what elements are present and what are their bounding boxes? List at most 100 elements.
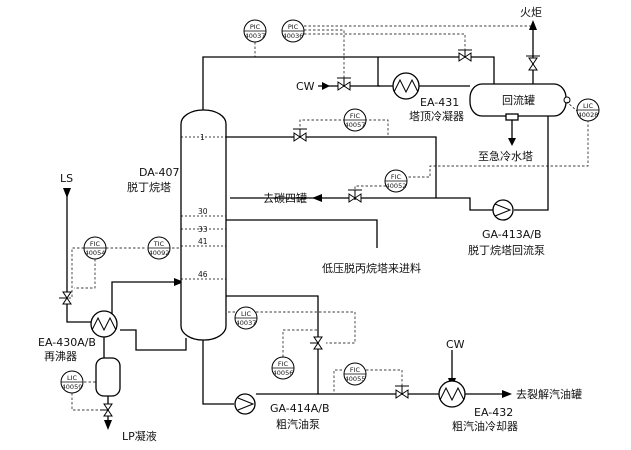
reflux-return-line [218, 136, 437, 198]
svg-text:LIC: LIC [583, 102, 594, 110]
svg-text:FIC: FIC [350, 112, 361, 120]
overhead-condenser [392, 72, 420, 100]
debutanizer-tower [180, 109, 227, 341]
tray-label-46: 46 [198, 270, 208, 279]
svg-text:40057: 40057 [345, 121, 366, 129]
label-cw-top: CW [296, 80, 315, 93]
svg-text:40028: 40028 [578, 111, 599, 119]
label-to-gasoline-tank: 去裂解汽油罐 [516, 387, 582, 401]
signal-fic40057-tap [360, 119, 389, 137]
tray-label-30: 30 [198, 207, 208, 216]
signal-fic40055 [366, 369, 403, 386]
signal-fic40054 [67, 247, 84, 299]
svg-text:40036: 40036 [283, 32, 304, 40]
cw-top-arrow [322, 82, 330, 90]
flare-valve[interactable] [528, 57, 538, 71]
label-reflux-pump-tag: GA-413A/B [482, 228, 542, 241]
reboiler-draw-line [120, 329, 187, 351]
flare-arrow [529, 20, 537, 30]
label-to-quench: 至急冷水塔 [478, 149, 533, 163]
svg-text:PIC: PIC [288, 23, 299, 31]
svg-text:40037: 40037 [245, 32, 266, 40]
tray-label-33: 33 [198, 225, 208, 234]
label-flare: 火炬 [520, 6, 542, 19]
signal-fic40057 [299, 119, 350, 129]
svg-text:40052: 40052 [386, 182, 407, 190]
label-reboiler-tag: EA-430A/B [38, 336, 96, 349]
instrument-fic40055[interactable]: FIC 40055 [343, 362, 367, 386]
svg-text:FIC: FIC [278, 360, 289, 368]
svg-text:FIC: FIC [391, 173, 402, 181]
feed-line [218, 219, 378, 248]
label-condenser-tag: EA-431 [420, 96, 459, 109]
reflux-pump-impeller [494, 203, 512, 217]
signal-lic40059-valve [71, 393, 100, 411]
svg-text:FIC: FIC [90, 240, 101, 248]
tray-label-1: 1 [200, 133, 205, 142]
label-lp-condensate: LP凝液 [122, 429, 157, 443]
label-cooler-tag: EA-432 [474, 406, 513, 419]
label-gasoline-pump-name: 粗汽油泵 [276, 417, 320, 431]
condenser-inlet-line [377, 57, 394, 87]
instrument-lic40037[interactable]: LIC 40037 [234, 306, 258, 330]
signal-fic40052 [354, 185, 386, 190]
signal-lic40028 [400, 120, 589, 178]
reboiler [90, 310, 118, 338]
label-cooler-name: 粗汽油冷却器 [452, 419, 518, 433]
svg-text:40055: 40055 [345, 375, 366, 383]
condensate-pot [95, 357, 121, 397]
reboiler-coil [91, 316, 117, 332]
drum-to-pump-line [514, 114, 549, 211]
instrument-fic40056[interactable]: FIC 40056 [271, 356, 295, 380]
overhead-vapor-line [202, 56, 495, 112]
svg-text:FIC: FIC [350, 366, 361, 374]
instrument-fic40052[interactable]: FIC 40052 [384, 169, 408, 193]
instrument-fic40054[interactable]: FIC 40054 [83, 236, 107, 260]
signal-lic40028-tap [566, 101, 579, 113]
reflux-drum-boot [505, 113, 519, 121]
gasoline-cooler [438, 380, 466, 408]
reboiler-return-line [111, 281, 181, 316]
svg-text:LIC: LIC [241, 310, 252, 318]
label-tower-name: 脱丁烷塔 [127, 180, 171, 194]
instrument-lic40028[interactable]: LIC 40028 [576, 98, 600, 122]
signal-pic-flare [304, 25, 534, 56]
instrument-pic40036[interactable]: PIC 40036 [281, 19, 305, 43]
overhead-condenser-coil [393, 78, 419, 94]
instrument-tic40092[interactable]: TIC 40092 [147, 236, 171, 260]
svg-text:40037: 40037 [236, 319, 257, 327]
label-to-c4-tank: 去碳四罐 [263, 191, 307, 205]
c4-arrow [312, 194, 322, 202]
svg-text:40056: 40056 [273, 369, 294, 377]
label-tower-tag: DA-407 [139, 166, 180, 179]
signal-lic40037-valve [256, 311, 356, 344]
svg-text:40092: 40092 [149, 249, 170, 257]
label-reflux-drum: 回流罐 [502, 93, 535, 107]
reboiler-return-arrow [174, 278, 184, 286]
signal-pic40036 [304, 29, 345, 78]
gasoline-pump-discharge [218, 295, 319, 395]
instrument-lic40059[interactable]: LIC 40059 [60, 370, 84, 394]
quench-arrow [508, 138, 516, 146]
signal-fic40055-tap [333, 369, 342, 394]
instrument-fic40057[interactable]: FIC 40057 [343, 108, 367, 132]
lp-condensate-arrow [104, 420, 112, 430]
label-feed: 低压脱丙烷塔来进料 [322, 261, 421, 275]
svg-text:40059: 40059 [62, 383, 83, 391]
gasoline-product-arrow [502, 390, 512, 398]
tray-label-41: 41 [198, 237, 208, 246]
label-reflux-pump-name: 脱丁烷塔回流泵 [468, 243, 545, 257]
label-gasoline-pump-tag: GA-414A/B [270, 402, 330, 415]
gasoline-pump-impeller [237, 397, 255, 411]
ls-steam-line [66, 190, 92, 323]
instrument-pic40037[interactable]: PIC 40037 [243, 19, 267, 43]
svg-text:TIC: TIC [153, 240, 165, 248]
svg-text:40054: 40054 [85, 249, 106, 257]
svg-text:PIC: PIC [250, 23, 261, 31]
svg-text:LIC: LIC [67, 374, 78, 382]
label-condenser-name: 塔顶冷凝器 [409, 109, 464, 123]
gasoline-cooler-coil [439, 386, 465, 402]
signal-fic40056 [282, 329, 318, 357]
signal-fic40054-valve [74, 259, 96, 289]
